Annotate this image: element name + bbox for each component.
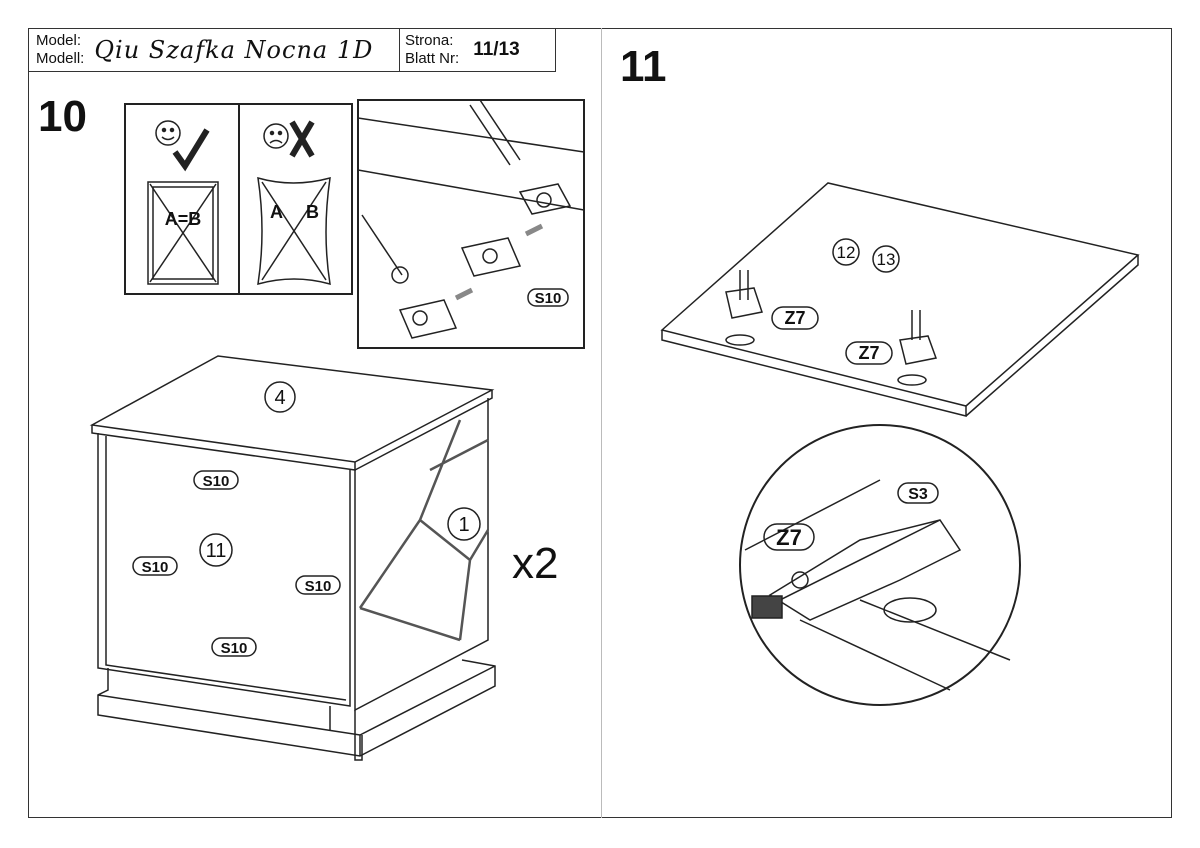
diagonal-a-label: A [270,202,283,222]
page-frame [28,28,1172,818]
frown-icon [263,123,289,149]
quantity-label: x2 [512,539,558,588]
detail-tag-z7: Z7 [776,525,802,550]
connector-inset: S10 [357,99,585,349]
smiley-icon [155,120,181,146]
title-block: Model:Modell: Qiu Szafka Nocna 1D Strona… [28,28,556,72]
model-label: Model: [36,31,82,49]
detail-tag-s3: S3 [908,486,928,503]
connector-tag-s10: S10 [535,290,562,307]
part-1-label: 1 [458,514,469,536]
check-icon [172,128,210,172]
tag-s10-top: S10 [203,473,230,490]
tag-s10-right: S10 [305,578,332,595]
blatt-label: Blatt Nr: [405,49,460,67]
hinge-tag-z7-left: Z7 [784,308,805,328]
equal-diagonals-label: A=B [165,209,202,229]
hinge-tag-z7-right: Z7 [858,343,879,363]
hinge-detail-circle: Z7 S3 [739,424,1021,706]
part-12-label: 12 [837,243,856,262]
diagonal-b-label: B [306,202,319,222]
cabinet-drawing: 4 1 11 S10 S10 S10 S10 x2 [89,355,558,761]
tag-s10-left: S10 [142,559,169,576]
model-name: Qiu Szafka Nocna 1D [94,35,374,64]
modell-label: Modell: [36,49,85,67]
part-13-label: 13 [877,250,896,269]
page-divider [601,28,602,818]
strona-label: Strona: [405,31,454,49]
squareness-check: A=B A B [124,103,353,295]
cross-icon [289,120,315,158]
page-number: 11/13 [473,38,520,60]
tag-s10-bottom: S10 [221,640,248,657]
part-4-label: 4 [274,387,285,409]
door-panel-drawing: 12 13 Z7 Z7 [660,182,1140,417]
step-number-11: 11 [620,42,667,91]
step-number-10: 10 [38,92,87,141]
part-11-label: 11 [206,540,227,562]
